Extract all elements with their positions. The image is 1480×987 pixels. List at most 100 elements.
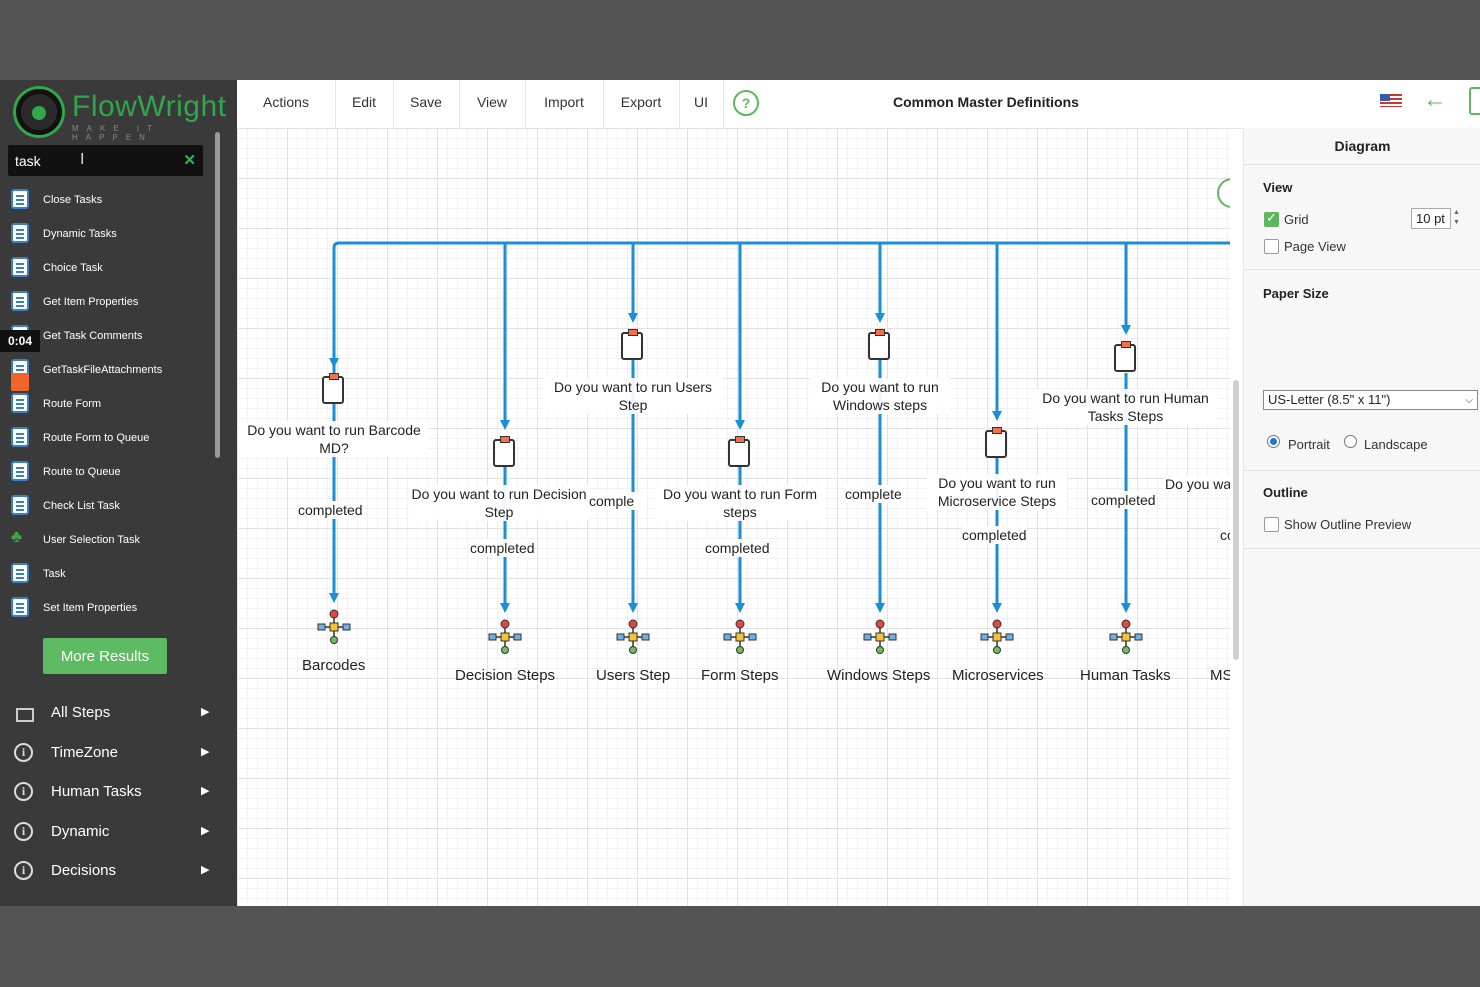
menu-view[interactable]: View: [459, 80, 526, 128]
menu-export[interactable]: Export: [603, 80, 680, 128]
stop-recording-icon[interactable]: [11, 373, 29, 391]
result-close-tasks[interactable]: Close Tasks: [0, 184, 215, 218]
grid-checkbox[interactable]: [1264, 210, 1279, 227]
task-node-decision[interactable]: [490, 436, 520, 477]
category-decisions[interactable]: i Decisions ▶: [0, 853, 237, 893]
back-arrow-icon[interactable]: ←: [1423, 86, 1447, 113]
sidebar: FlowWright MAKE IT HAPPEN task I ✕ Close…: [0, 80, 237, 906]
paper-size-value: US-Letter (8.5" x 11"): [1268, 392, 1391, 407]
grid-size-stepper[interactable]: ▲▼: [1453, 209, 1460, 226]
grid-size-input[interactable]: 10 pt: [1411, 208, 1451, 229]
result-route-form[interactable]: Route Form: [0, 388, 215, 422]
workflow-icon[interactable]: [615, 619, 651, 655]
category-human-tasks[interactable]: i Human Tasks ▶: [0, 774, 237, 814]
result-set-item-properties[interactable]: Set Item Properties: [0, 592, 215, 626]
workflow-label-windows-steps: Windows Steps: [827, 667, 931, 684]
workflow-icon[interactable]: [316, 609, 352, 645]
top-toolbar: Actions Edit Save View Import Export UI …: [237, 80, 1480, 129]
more-results-button[interactable]: More Results: [43, 638, 167, 674]
stack-icon: [14, 703, 34, 722]
menu-import[interactable]: Import: [525, 80, 604, 128]
caret-right-icon: ▶: [201, 864, 210, 876]
paper-size-heading: Paper Size: [1263, 286, 1329, 301]
workflow-icon[interactable]: [1108, 619, 1144, 655]
menu-actions[interactable]: Actions: [237, 80, 336, 128]
result-get-item-properties[interactable]: Get Item Properties: [0, 286, 215, 320]
result-label: Route to Queue: [43, 466, 121, 478]
task-node-human-tasks[interactable]: [1111, 341, 1141, 382]
logo-tagline: MAKE IT HAPPEN: [72, 124, 160, 142]
search-results-list: Close Tasks Dynamic Tasks Choice Task Ge…: [0, 184, 215, 626]
info-icon: i: [14, 742, 33, 762]
page-view-checkbox[interactable]: [1264, 239, 1279, 254]
workflow-label-microservices: Microservices: [952, 667, 1044, 684]
result-get-task-file-attachments[interactable]: GetTaskFileAttachments: [0, 354, 215, 388]
divider: [1244, 269, 1480, 270]
step-search-input[interactable]: task I ✕: [8, 145, 203, 176]
us-flag-icon[interactable]: [1380, 94, 1402, 107]
caret-right-icon: ▶: [201, 706, 210, 718]
category-label: All Steps: [51, 704, 111, 721]
task-node-form[interactable]: [725, 436, 755, 477]
result-task[interactable]: Task: [0, 558, 215, 592]
result-check-list-task[interactable]: Check List Task: [0, 490, 215, 524]
workflow-icon[interactable]: [722, 619, 758, 655]
menu-save[interactable]: Save: [393, 80, 460, 128]
result-dynamic-tasks[interactable]: Dynamic Tasks: [0, 218, 215, 252]
outline-heading: Outline: [1263, 485, 1308, 500]
task-node-barcode[interactable]: [319, 373, 349, 414]
landscape-radio[interactable]: [1344, 435, 1357, 448]
result-label: Get Task Comments: [43, 330, 143, 342]
result-route-form-to-queue[interactable]: Route Form to Queue: [0, 422, 215, 456]
clipboard-icon: [11, 257, 29, 277]
workflow-icon[interactable]: [979, 619, 1015, 655]
portrait-label: Portrait: [1288, 437, 1330, 452]
result-label: Choice Task: [43, 262, 103, 274]
edge-label-human-tasks: completed: [1091, 491, 1156, 509]
help-icon[interactable]: ?: [733, 90, 759, 116]
workflow-label-form-steps: Form Steps: [701, 667, 779, 684]
clipboard-icon: [728, 436, 750, 467]
workflow-label-ms: MS: [1210, 667, 1230, 684]
clipboard-icon: [493, 436, 515, 467]
category-label: TimeZone: [51, 743, 118, 761]
workflow-icon[interactable]: [862, 619, 898, 655]
task-node-microservice[interactable]: [982, 427, 1012, 468]
question-label-ms: Do you wa: [1165, 475, 1230, 493]
outline-preview-label: Show Outline Preview: [1284, 517, 1412, 532]
clipboard-icon: [11, 189, 29, 209]
result-label: Dynamic Tasks: [43, 228, 117, 240]
category-label: Human Tasks: [51, 783, 142, 800]
landscape-label: Landscape: [1364, 437, 1428, 452]
workflow-label-users-step: Users Step: [596, 667, 671, 684]
paper-size-select[interactable]: US-Letter (8.5" x 11") ⌵: [1263, 390, 1478, 410]
caret-right-icon: ▶: [201, 824, 210, 837]
canvas-scrollbar[interactable]: [1233, 380, 1239, 660]
category-timezone[interactable]: i TimeZone ▶: [0, 735, 237, 775]
menu-edit[interactable]: Edit: [335, 80, 394, 128]
recording-timer: 0:04: [0, 330, 40, 352]
properties-icon: [11, 597, 29, 617]
task-node-users[interactable]: [618, 329, 648, 370]
workflow-icon[interactable]: [487, 619, 523, 655]
category-dynamic[interactable]: i Dynamic ▶: [0, 814, 237, 854]
category-all-steps[interactable]: All Steps ▶: [0, 695, 237, 735]
clipboard-icon: [11, 563, 29, 583]
task-node-windows[interactable]: [865, 329, 895, 370]
panel-toggle-icon[interactable]: [1469, 87, 1480, 115]
clear-search-icon[interactable]: ✕: [183, 152, 196, 169]
result-user-selection-task[interactable]: User Selection Task: [0, 524, 215, 558]
outline-preview-checkbox[interactable]: [1264, 517, 1279, 532]
clipboard-icon: [11, 495, 29, 515]
question-label-form: Do you want to run Form steps: [655, 485, 825, 521]
caret-right-icon: ▶: [201, 745, 210, 758]
portrait-radio[interactable]: [1267, 435, 1280, 448]
decision-overlap-label: comple: [589, 492, 647, 510]
clipboard-icon: [11, 223, 29, 243]
menu-ui[interactable]: UI: [679, 80, 724, 128]
diagram-canvas[interactable]: Do you want to run Barcode MD? Do you wa…: [237, 128, 1230, 906]
result-choice-task[interactable]: Choice Task: [0, 252, 215, 286]
edge-label-microservice: completed: [962, 526, 1027, 544]
sidebar-scrollbar[interactable]: [215, 132, 220, 458]
result-route-to-queue[interactable]: Route to Queue: [0, 456, 215, 490]
